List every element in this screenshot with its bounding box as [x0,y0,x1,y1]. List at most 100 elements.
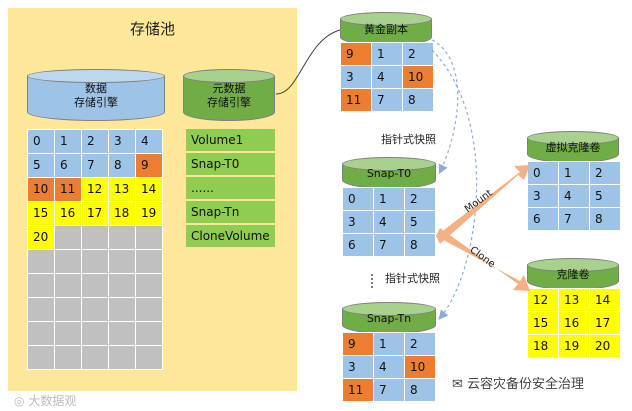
data-block-cell [109,226,136,250]
data-block-cell: 0 [28,130,55,154]
clone-volume-header: 克隆卷 [527,258,619,290]
data-block-cell [82,226,109,250]
golden-block-cell: 2 [403,43,434,66]
snap-tn-block-cell: 10 [405,356,436,379]
data-block-cell [109,250,136,274]
virtual-clone-block-cell: 6 [528,208,559,231]
clone-block-cell: 12 [528,289,559,312]
virtual-clone-block-cell: 2 [590,162,621,185]
data-block-cell [136,298,163,322]
snap-tn-block-cell: 7 [374,379,405,402]
data-block-cell: 4 [136,130,163,154]
snap-t0-block-cell: 2 [405,188,436,211]
clone-block-cell: 19 [559,335,590,358]
golden-block-cell: 11 [341,89,372,112]
data-block-cell: 7 [82,154,109,178]
golden-copy-title: 黄金副本 [364,23,408,36]
data-block-cell: 19 [136,202,163,226]
data-block-cell [82,322,109,346]
virtual-clone-block-cell: 8 [590,208,621,231]
data-block-cell [82,298,109,322]
snap-t0-header: Snap-T0 [342,157,436,189]
data-block-cell [55,226,82,250]
data-block-cell [82,346,109,370]
data-block-cell [55,250,82,274]
data-block-cell [28,322,55,346]
data-block-cell [136,274,163,298]
data-engine-label-1: 数据 [85,82,107,95]
storage-pool-title: 存储池 [129,20,175,38]
data-block-cell: 10 [28,178,55,202]
data-block-cell [136,346,163,370]
data-block-cell: 15 [28,202,55,226]
virtual-clone-header: 虚拟克隆卷 [527,131,619,163]
snap-t0-block-cell: 8 [405,234,436,257]
golden-to-snap-t0-arrow [431,39,459,175]
data-block-cell [136,250,163,274]
metadata-item: Snap-Tn [186,201,275,223]
metadata-item: Snap-T0 [186,153,275,175]
clone-block-cell: 17 [590,312,621,335]
metadata-item: CloneVolume [186,225,275,247]
golden-block-cell: 4 [372,66,403,89]
snap-t0-block-cell: 5 [405,211,436,234]
watermark-right: ✉ 云容灾备份安全治理 [452,377,585,392]
camera-icon: ◎ [14,394,25,408]
virtual-clone-block-cell: 7 [559,208,590,231]
snap-t0-block-cell: 0 [343,188,374,211]
pointer-snapshot-label-1: 指针式快照 [381,133,436,146]
golden-block-cell: 7 [372,89,403,112]
data-block-cell [28,298,55,322]
data-block-cell [109,298,136,322]
data-block-cell: 6 [55,154,82,178]
data-block-cell: 16 [55,202,82,226]
data-block-cell: 13 [109,178,136,202]
virtual-clone-block-cell: 4 [559,185,590,208]
snap-t0-block-cell: 6 [343,234,374,257]
virtual-clone-block-cell: 0 [528,162,559,185]
clone-block-cell: 16 [559,312,590,335]
data-block-cell [109,346,136,370]
snap-tn-block-cell: 1 [374,333,405,356]
data-block-cell: 3 [109,130,136,154]
data-block-cell [28,274,55,298]
data-block-cell [136,226,163,250]
snap-t0-block-cell: 1 [374,188,405,211]
golden-block-cell: 3 [341,66,372,89]
pool-to-golden-line [275,29,341,95]
data-block-cell: 12 [82,178,109,202]
data-block-cell: 1 [55,130,82,154]
virtual-clone-title: 虚拟克隆卷 [545,141,601,154]
watermark-left: ◎ 大数据观 [14,394,77,408]
data-storage-engine-cylinder: 数据 存储引擎 [27,69,165,121]
data-block-cell [82,274,109,298]
data-block-cell: 11 [55,178,82,202]
metadata-item: ...... [186,177,275,199]
meta-engine-label-1: 元数据 [212,82,246,95]
snap-t0-block-cell: 3 [343,211,374,234]
mount-arrow [436,165,530,244]
metadata-storage-engine-cylinder: 元数据 存储引擎 [183,69,275,121]
metadata-item: Volume1 [186,129,275,151]
snap-tn-block-cell: 2 [405,333,436,356]
data-block-cell [55,346,82,370]
data-block-cell [55,274,82,298]
clone-arrow [436,228,530,291]
golden-to-snap-tn-arrow [431,49,478,320]
clone-block-cell: 15 [528,312,559,335]
wechat-icon: ✉ [452,377,463,392]
data-block-cell: 9 [136,154,163,178]
data-block-cell [55,298,82,322]
data-block-cell: 14 [136,178,163,202]
clone-volume-title: 克隆卷 [556,268,590,281]
virtual-clone-block-cell: 3 [528,185,559,208]
data-block-cell [109,274,136,298]
data-block-cell: 2 [82,130,109,154]
